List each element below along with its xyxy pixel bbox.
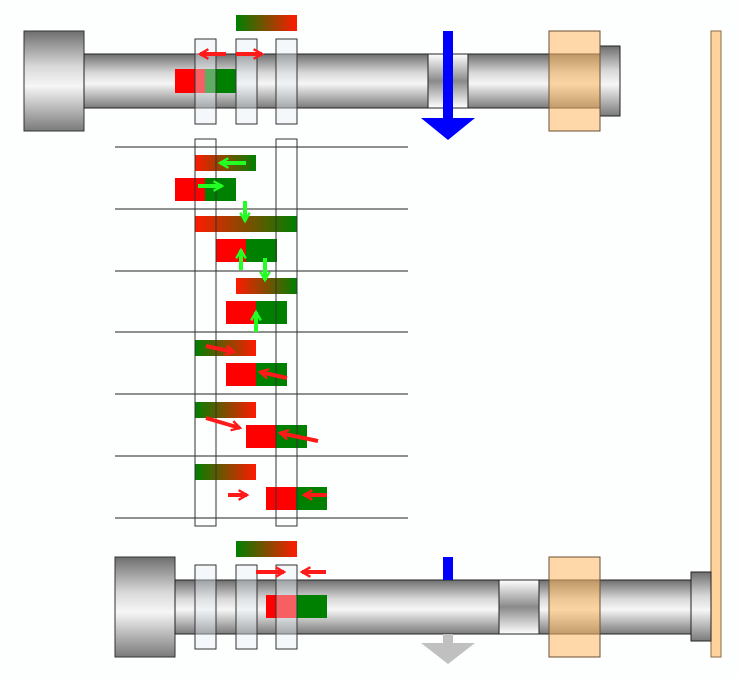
green-block — [296, 487, 327, 510]
arrow-icon — [205, 416, 243, 432]
red-block — [246, 425, 276, 448]
ring — [194, 38, 217, 125]
green-block — [246, 239, 277, 262]
ring — [194, 564, 217, 650]
arrow-icon — [277, 428, 319, 443]
arrow-down-icon — [421, 118, 475, 140]
chuck — [114, 556, 176, 658]
gradient-bar — [195, 464, 256, 480]
top-assembly — [23, 15, 621, 140]
chuck — [23, 30, 85, 132]
ring — [275, 38, 298, 125]
gradient-bar — [236, 541, 297, 557]
gradient-bar — [236, 278, 297, 294]
ring — [235, 564, 258, 650]
red-block — [226, 301, 256, 324]
bottom-assembly — [114, 541, 712, 664]
arrow-icon — [205, 344, 237, 357]
gradient-bar — [195, 216, 297, 232]
ring-track — [275, 138, 298, 527]
gradient-bar — [195, 340, 256, 356]
blue-marker — [443, 557, 453, 580]
nut — [548, 30, 601, 132]
blue-arrow-shaft — [443, 31, 453, 119]
red-block — [175, 69, 205, 93]
green-block — [256, 301, 287, 324]
nut — [548, 556, 601, 658]
end-cap — [599, 45, 621, 117]
red-block — [266, 487, 296, 510]
ring-track — [194, 138, 217, 527]
green-block — [296, 595, 327, 618]
red-block — [226, 363, 256, 386]
end-plate — [710, 30, 722, 658]
ring — [275, 564, 298, 650]
grey-arrow-shaft — [443, 634, 453, 644]
green-block — [205, 69, 236, 93]
red-block — [266, 595, 296, 618]
arrow-down-icon — [421, 643, 475, 664]
end-cap — [690, 571, 712, 642]
shaft-groove — [498, 579, 540, 635]
sequence-panel — [115, 138, 408, 527]
gradient-bar — [236, 15, 297, 31]
ring — [235, 38, 258, 125]
green-block — [205, 178, 236, 201]
gradient-bar — [195, 402, 256, 418]
red-block — [175, 178, 205, 201]
shaft — [83, 53, 621, 109]
arrow-icon — [257, 367, 288, 380]
